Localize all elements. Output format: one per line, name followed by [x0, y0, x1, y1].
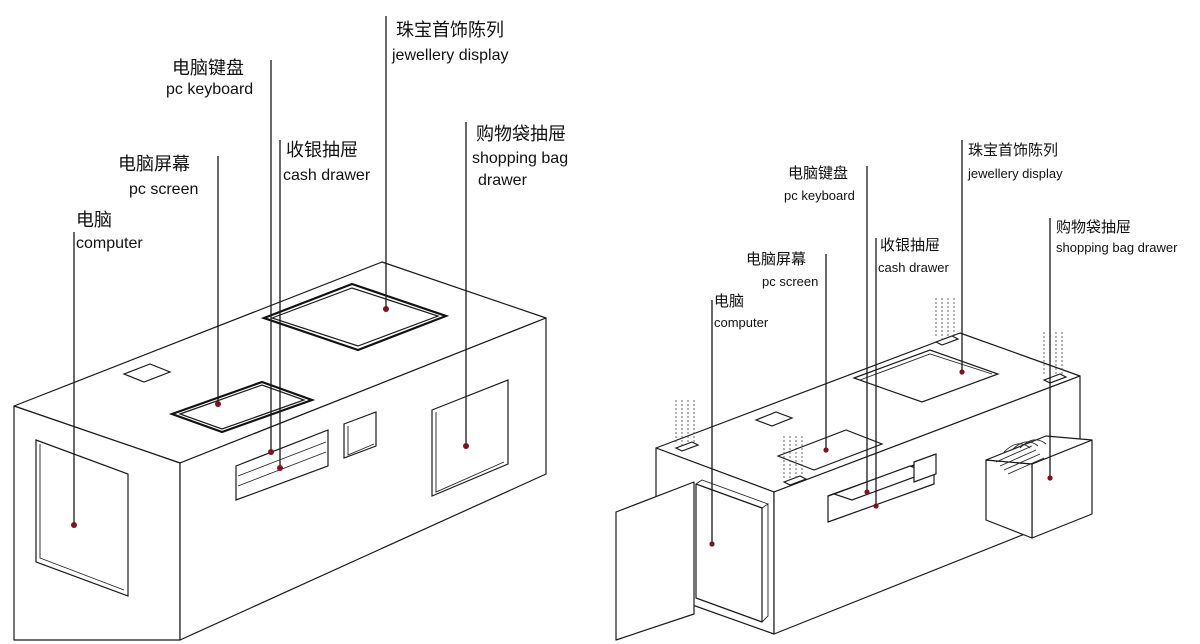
leader-dot-left-keyboard — [268, 449, 274, 455]
label-right-screen-zh: 电脑屏幕 — [746, 250, 806, 268]
leader-dot-right-cash — [873, 503, 879, 509]
left-cash-drawer-line — [237, 441, 327, 477]
leader-dot-right-bag — [1047, 475, 1053, 481]
right-slot-1 — [674, 441, 700, 452]
right-jewellery-opening-inner — [859, 353, 993, 381]
leader-dot-right-screen — [823, 447, 829, 453]
left-shopping-bag-door-inner — [435, 412, 505, 493]
leader-dot-right-keyboard — [864, 489, 870, 495]
label-left-bag-zh: 购物袋抽屉 — [476, 124, 566, 145]
left-cash-drawer-opening — [235, 429, 329, 501]
label-left-keyboard-en: pc keyboard — [166, 81, 253, 98]
leader-dot-left-bag — [463, 443, 469, 449]
right-small-top-opening — [754, 411, 794, 427]
right-leaders — [709, 140, 1053, 547]
label-right-keyboard-en: pc keyboard — [784, 188, 855, 203]
label-right-jewellery-en: jewellery display — [967, 166, 1063, 181]
label-right-computer-zh: 电脑 — [714, 292, 744, 310]
label-right-cash-en: cash drawer — [878, 260, 949, 275]
right-slot-2 — [782, 475, 808, 486]
label-right-screen-en: pc screen — [762, 274, 818, 289]
right-computer-tower-edge — [761, 503, 769, 623]
right-bag-drawer-top — [985, 435, 1093, 465]
right-small-niche — [913, 453, 937, 483]
label-left-cash-en: cash drawer — [283, 167, 371, 184]
left-counter — [13, 261, 547, 641]
leader-dot-left-computer — [71, 522, 77, 528]
left-small-top-opening — [122, 363, 172, 383]
label-left-bag-en-1: shopping bag — [472, 150, 568, 167]
right-counter — [615, 298, 1093, 641]
label-right-cash-zh: 收银抽屉 — [880, 236, 940, 254]
leader-dot-left-screen — [215, 401, 221, 407]
right-computer-tower — [695, 483, 763, 623]
left-leaders — [71, 16, 469, 528]
left-computer-door-recess — [39, 444, 125, 591]
right-computer-door-open — [615, 481, 695, 641]
left-labels: 电脑 computer 电脑屏幕 pc screen 电脑键盘 pc keybo… — [76, 20, 568, 252]
left-shopping-bag-door — [431, 379, 509, 497]
left-jewellery-opening-inner — [270, 287, 440, 347]
label-left-computer-en: computer — [76, 235, 143, 252]
label-right-keyboard-zh: 电脑键盘 — [788, 164, 848, 182]
right-dashed-lift-lines — [675, 298, 1063, 480]
left-computer-door — [35, 439, 129, 597]
left-small-niche-inner — [347, 426, 375, 456]
label-left-bag-en-2: drawer — [478, 172, 528, 189]
left-counter-side-face — [179, 317, 547, 641]
label-left-screen-zh: 电脑屏幕 — [118, 154, 190, 175]
label-left-jewellery-zh: 珠宝首饰陈列 — [396, 20, 504, 41]
label-right-computer-en: computer — [714, 315, 769, 330]
left-keyboard-opening-inner — [178, 384, 306, 430]
label-left-keyboard-zh: 电脑键盘 — [172, 58, 244, 79]
label-right-jewellery-zh: 珠宝首饰陈列 — [968, 141, 1058, 159]
right-bag-drawer-bags — [995, 439, 1047, 475]
right-labels: 电脑 computer 电脑屏幕 pc screen 电脑键盘 pc keybo… — [714, 141, 1178, 330]
label-right-bag-zh: 购物袋抽屉 — [1056, 218, 1131, 236]
right-slot-3 — [934, 335, 960, 346]
leader-dot-left-cash — [277, 465, 283, 471]
leader-dot-left-jewellery — [383, 306, 389, 312]
right-computer-tower-edge-2 — [695, 479, 769, 505]
label-right-bag-en: shopping bag drawer — [1056, 240, 1178, 255]
leader-dot-right-jewellery — [959, 369, 965, 375]
label-left-screen-en: pc screen — [129, 181, 198, 198]
label-left-jewellery-en: jewellery display — [391, 47, 509, 64]
leader-dot-right-computer — [709, 541, 715, 547]
label-left-cash-zh: 收银抽屉 — [286, 140, 358, 161]
label-left-computer-zh: 电脑 — [76, 210, 112, 231]
